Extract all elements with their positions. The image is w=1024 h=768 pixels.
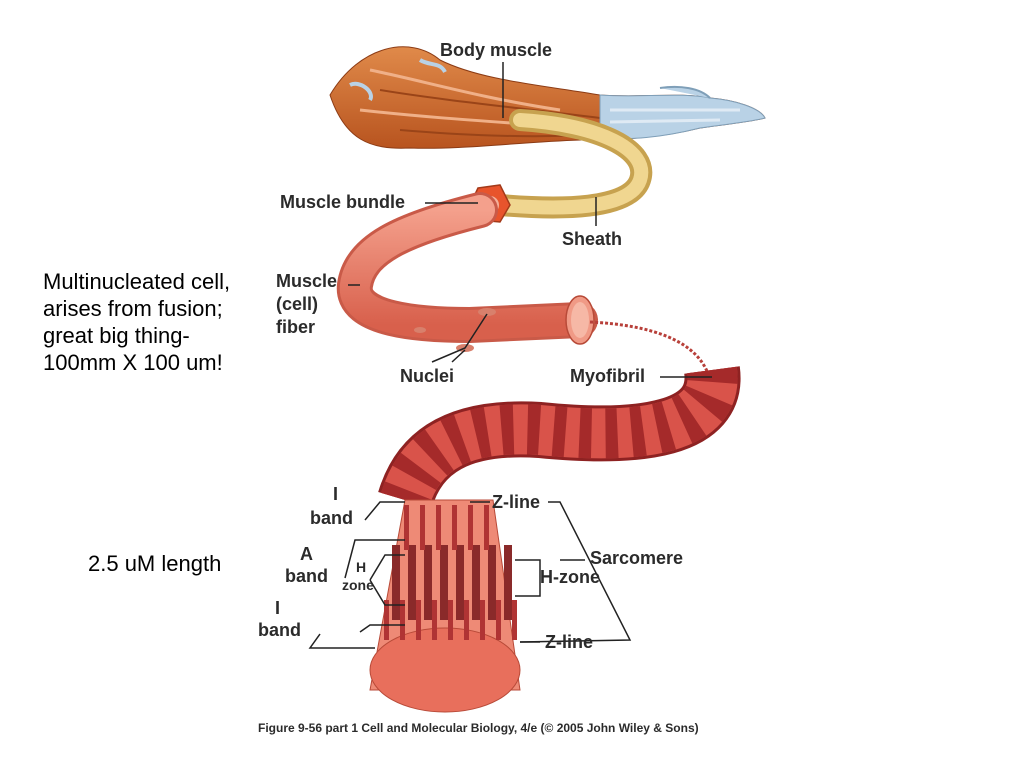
note-sarcomere-length: 2.5 uM length bbox=[88, 551, 222, 576]
sarcomere-block bbox=[369, 499, 521, 713]
label-fiber-line2: (cell) bbox=[276, 294, 318, 314]
leader-lines bbox=[308, 62, 712, 649]
label-i-band-top-1: I bbox=[333, 484, 338, 504]
note-multinucleated: Multinucleated cell, arises from fusion;… bbox=[43, 269, 231, 375]
myofibril-strand bbox=[589, 320, 712, 381]
label-fiber-line3: fiber bbox=[276, 317, 315, 337]
label-myofibril: Myofibril bbox=[570, 366, 645, 386]
myofibril-large bbox=[381, 366, 738, 509]
label-i-band-bottom-2: band bbox=[258, 620, 301, 640]
label-a-band-1: A bbox=[300, 544, 313, 564]
label-body-muscle: Body muscle bbox=[440, 40, 552, 60]
label-z-line-top: Z-line bbox=[492, 492, 540, 512]
label-h-zone-left-1: H bbox=[356, 559, 366, 575]
label-z-line-bottom: Z-line bbox=[545, 632, 593, 652]
nucleus bbox=[414, 327, 426, 333]
label-sheath: Sheath bbox=[562, 229, 622, 249]
label-a-band-2: band bbox=[285, 566, 328, 586]
label-nuclei: Nuclei bbox=[400, 366, 454, 386]
figure-caption: Figure 9-56 part 1 Cell and Molecular Bi… bbox=[258, 721, 699, 735]
label-fiber-line1: Muscle bbox=[276, 271, 337, 291]
label-sarcomere: Sarcomere bbox=[590, 548, 683, 568]
label-i-band-top-2: band bbox=[310, 508, 353, 528]
label-h-zone-right: H-zone bbox=[540, 567, 600, 587]
label-h-zone-left-2: zone bbox=[342, 577, 374, 593]
nucleus bbox=[478, 308, 496, 316]
label-muscle-bundle: Muscle bundle bbox=[280, 192, 405, 212]
label-i-band-bottom-1: I bbox=[275, 598, 280, 618]
arm-illustration bbox=[329, 46, 766, 149]
